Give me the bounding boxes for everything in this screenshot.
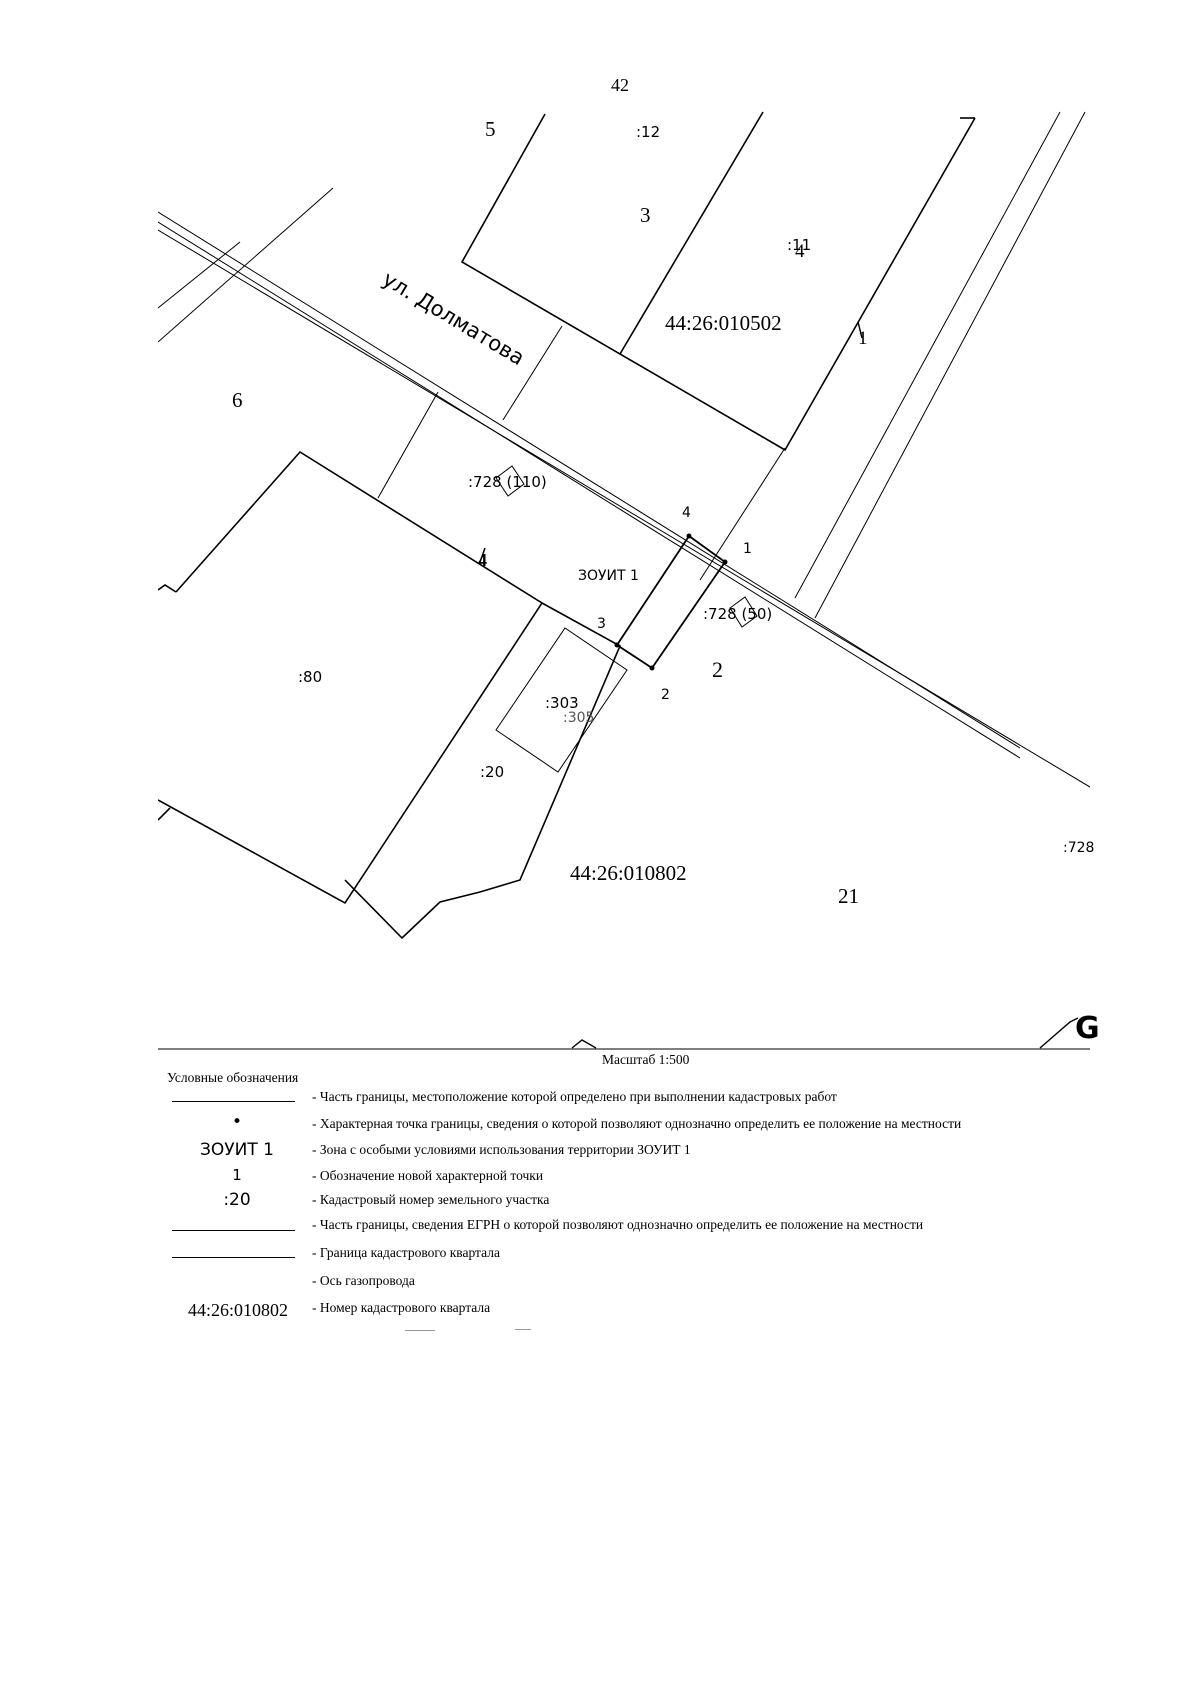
- parcel-label-305: :305: [563, 710, 594, 726]
- parcel-303-outline: [495, 627, 628, 773]
- quarter-number-upper: 44:26:010502: [665, 311, 782, 335]
- edge-fragments: [571, 1017, 1079, 1049]
- parcel-label-303: :303: [545, 694, 579, 712]
- zone-zouit-1: [615, 535, 727, 670]
- edge-fragment-label: G: [1075, 1011, 1100, 1046]
- zone-label: ЗОУИТ 1: [578, 568, 639, 584]
- point-number-4: 4: [682, 505, 691, 521]
- parcel-label-728-110: :728 (110): [468, 473, 547, 491]
- point-number-2: 2: [661, 687, 670, 703]
- parcel-label-20: :20: [480, 763, 504, 781]
- parcel-label-80: :80: [298, 668, 322, 686]
- quarter-number-lower: 44:26:010802: [570, 861, 687, 885]
- area-number-4: 4: [795, 241, 805, 262]
- parcel-label-11: :11: [787, 236, 811, 254]
- boundary-ticks: [479, 321, 863, 563]
- parcel-label-728: :728: [1063, 840, 1094, 856]
- parcel-boundary-upper: [460, 111, 976, 452]
- area-number-6: 6: [232, 388, 243, 412]
- parcel-728-squares: [495, 465, 758, 628]
- parcel-boundary-thin: [158, 187, 786, 581]
- quarter-boundary-lines: [794, 111, 1086, 619]
- area-number-1: 1: [858, 328, 868, 349]
- area-number-21: 21: [838, 884, 859, 908]
- area-number-5: 5: [485, 117, 496, 141]
- area-number-2: 2: [712, 657, 723, 682]
- street-lines: [158, 211, 1090, 788]
- parcel-label-12: :12: [636, 123, 660, 141]
- parcel-label-728-50: :728 (50): [703, 605, 772, 623]
- area-number-4-lower: 4: [478, 550, 487, 570]
- street-label: ул. Долматова: [378, 267, 528, 370]
- point-number-1: 1: [743, 541, 752, 557]
- page-number: 42: [611, 75, 629, 95]
- boundary-points: [614, 533, 728, 671]
- point-number-3: 3: [597, 616, 606, 632]
- area-number-3: 3: [640, 203, 651, 227]
